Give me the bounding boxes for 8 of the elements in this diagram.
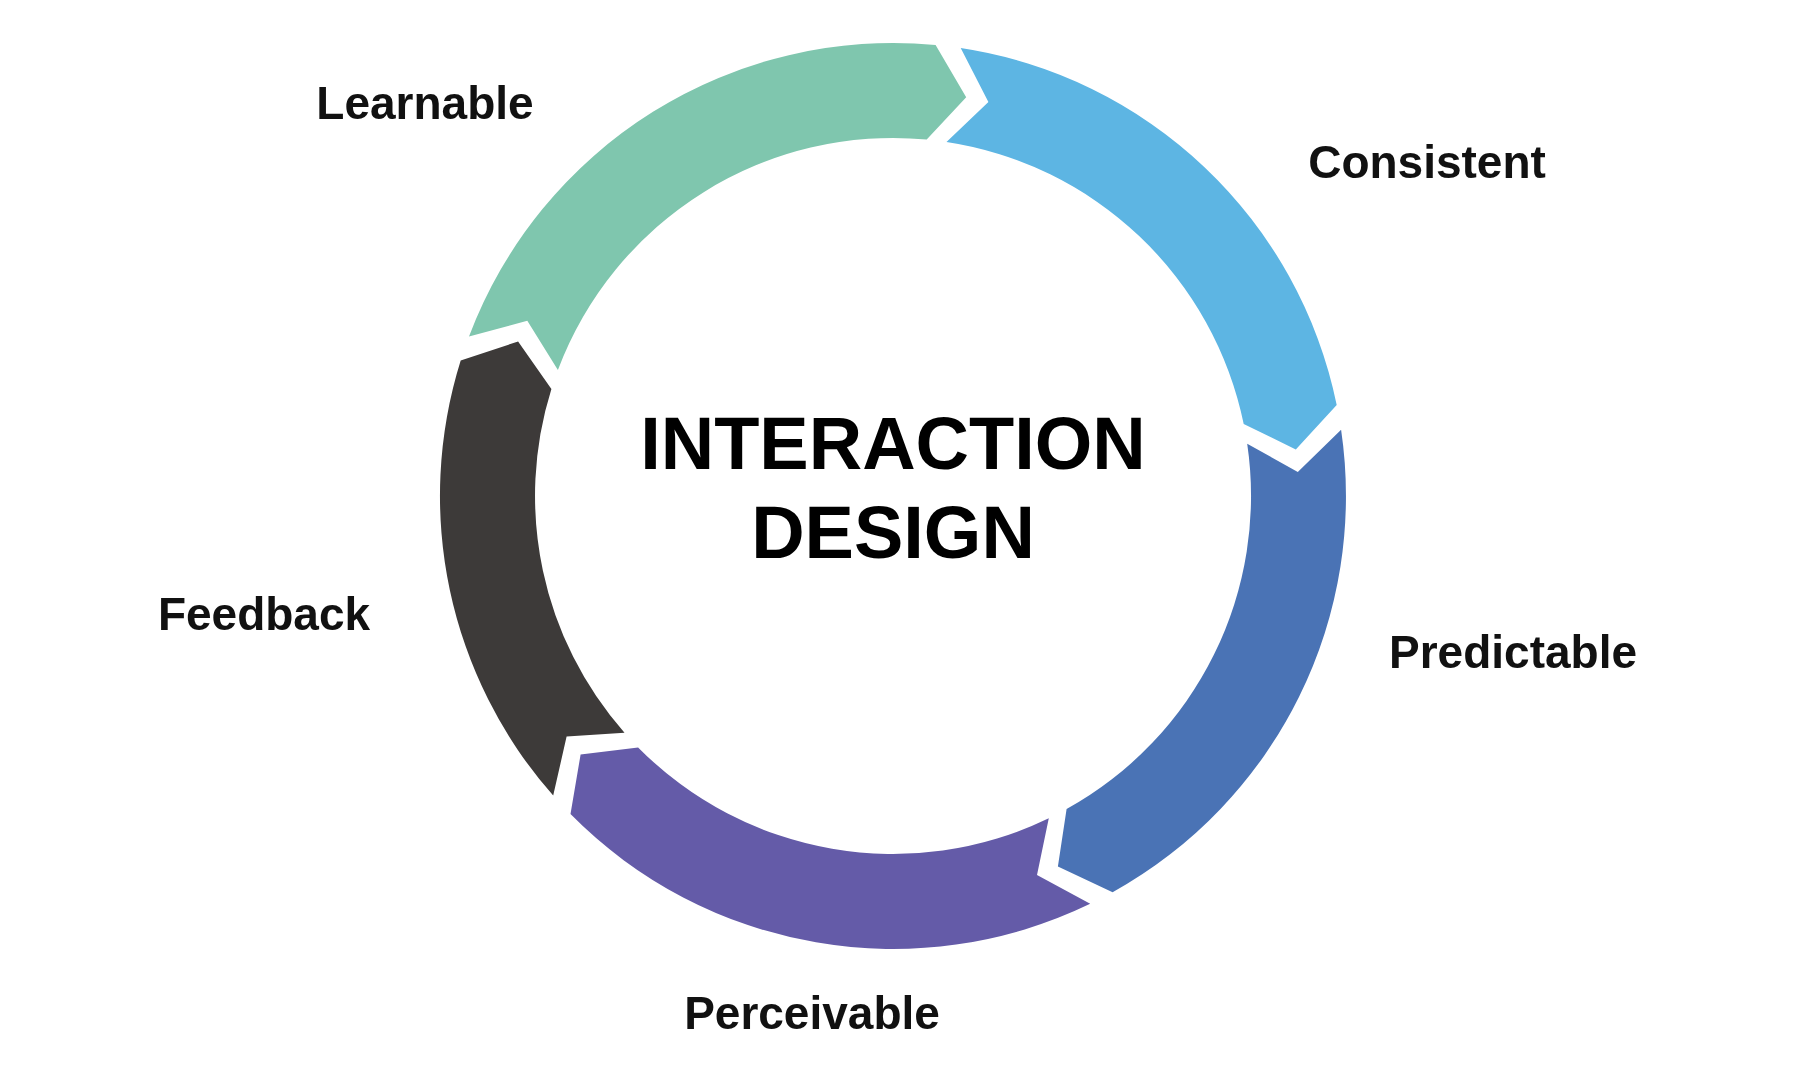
- segment-label: Consistent: [1308, 135, 1546, 189]
- segment-label: Predictable: [1389, 625, 1637, 679]
- segment-label: Feedback: [157, 587, 371, 641]
- segment-label: Learnable: [316, 76, 534, 130]
- arrow-segment: [440, 341, 625, 796]
- arrow-segment: [570, 747, 1091, 949]
- center-heading: INTERACTION DESIGN: [639, 401, 1147, 576]
- segment-label: Perceivable: [684, 986, 940, 1040]
